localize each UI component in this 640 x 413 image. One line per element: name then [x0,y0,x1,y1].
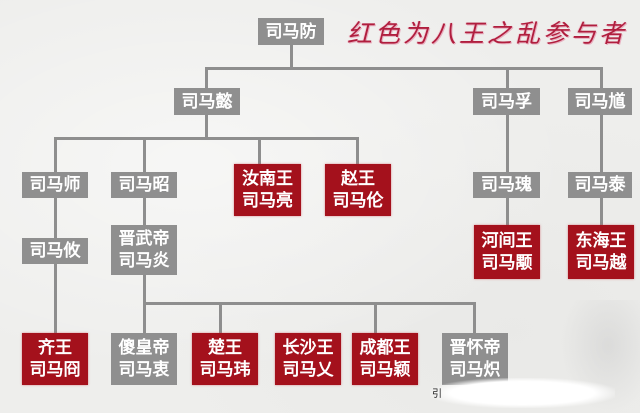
person-name: 司马泰 [574,175,626,195]
connector [54,137,57,172]
connector [143,302,475,305]
person-name: 司马亮 [242,191,293,211]
watermark-fragment: 引 [432,389,442,400]
person-name: 司马伦 [332,191,384,211]
node-sima-kui: 司马馗 [568,88,632,115]
node-sima-lun: 赵王 司马伦 [325,164,391,216]
person-name: 司马孚 [481,91,532,112]
noble-title: 晋怀帝 [449,338,501,358]
connector [205,67,603,70]
noble-title: 傻皇帝 [118,338,170,358]
noble-title: 齐王 [38,338,72,358]
connector [54,264,57,334]
person-name: 司马炎 [118,251,170,271]
noble-title: 河间王 [481,231,533,251]
noble-title: 东海王 [575,231,627,251]
person-name: 司马越 [575,253,627,273]
connector [219,302,222,333]
connector [356,137,359,165]
white-smudge-overlay [430,378,615,408]
connector [506,115,509,172]
person-name: 司马乂 [282,360,334,380]
connector [143,137,146,172]
person-name: 司马瑰 [481,175,532,195]
node-sima-yi: 司马懿 [174,88,240,115]
person-name: 司马馗 [574,91,626,112]
noble-title: 赵王 [341,169,375,189]
node-sima-jiong: 齐王 司马冏 [22,333,88,385]
node-sima-zhong: 傻皇帝 司马衷 [111,333,177,385]
person-name: 司马颖 [359,360,411,380]
connector [205,67,208,89]
node-sima-you: 司马攸 [22,238,88,264]
noble-title: 汝南王 [242,169,293,189]
connector [473,302,476,333]
node-sima-liang: 汝南王 司马亮 [234,164,301,216]
person-name: 司马昭 [118,175,170,195]
node-sima-yan: 晋武帝 司马炎 [111,225,177,275]
node-sima-yue: 东海王 司马越 [568,225,634,279]
connector [290,45,293,69]
person-name: 司马防 [265,21,317,42]
noble-title: 成都王 [359,338,411,358]
connector [600,198,603,225]
person-name: 司马衷 [118,360,170,380]
noble-title: 长沙王 [282,338,334,358]
connector [258,137,261,165]
node-sima-wei: 楚王 司马玮 [192,333,258,385]
connector [600,115,603,172]
node-sima-chi: 晋怀帝 司马炽 [442,333,508,385]
connector [506,67,509,89]
node-sima-fang: 司马防 [258,18,324,45]
connector [143,198,146,225]
person-name: 司马玮 [199,360,251,380]
person-name: 司马懿 [181,91,233,112]
connector [54,137,359,140]
node-sima-yong: 河间王 司马颙 [474,225,540,279]
node-sima-fu: 司马孚 [473,88,540,115]
person-name: 司马炽 [449,360,501,380]
person-name: 司马师 [29,175,81,195]
node-sima-gui: 司马瑰 [473,172,540,198]
person-name: 司马颙 [481,253,533,273]
connector [600,67,603,89]
connector [374,302,377,333]
connector [205,115,208,139]
node-sima-shi: 司马师 [22,172,88,198]
legend-title: 红色为八王之乱参与者 [347,19,628,48]
person-name: 司马攸 [29,241,81,261]
node-sima-ai: 长沙王 司马乂 [275,333,341,385]
noble-title: 楚王 [208,338,242,358]
connector [506,198,509,225]
node-sima-ying: 成都王 司马颖 [352,333,418,385]
person-name: 司马冏 [29,360,81,380]
noble-title: 晋武帝 [118,229,170,249]
node-sima-zhao: 司马昭 [111,172,177,198]
node-sima-tai: 司马泰 [568,172,632,198]
connector [54,198,57,238]
